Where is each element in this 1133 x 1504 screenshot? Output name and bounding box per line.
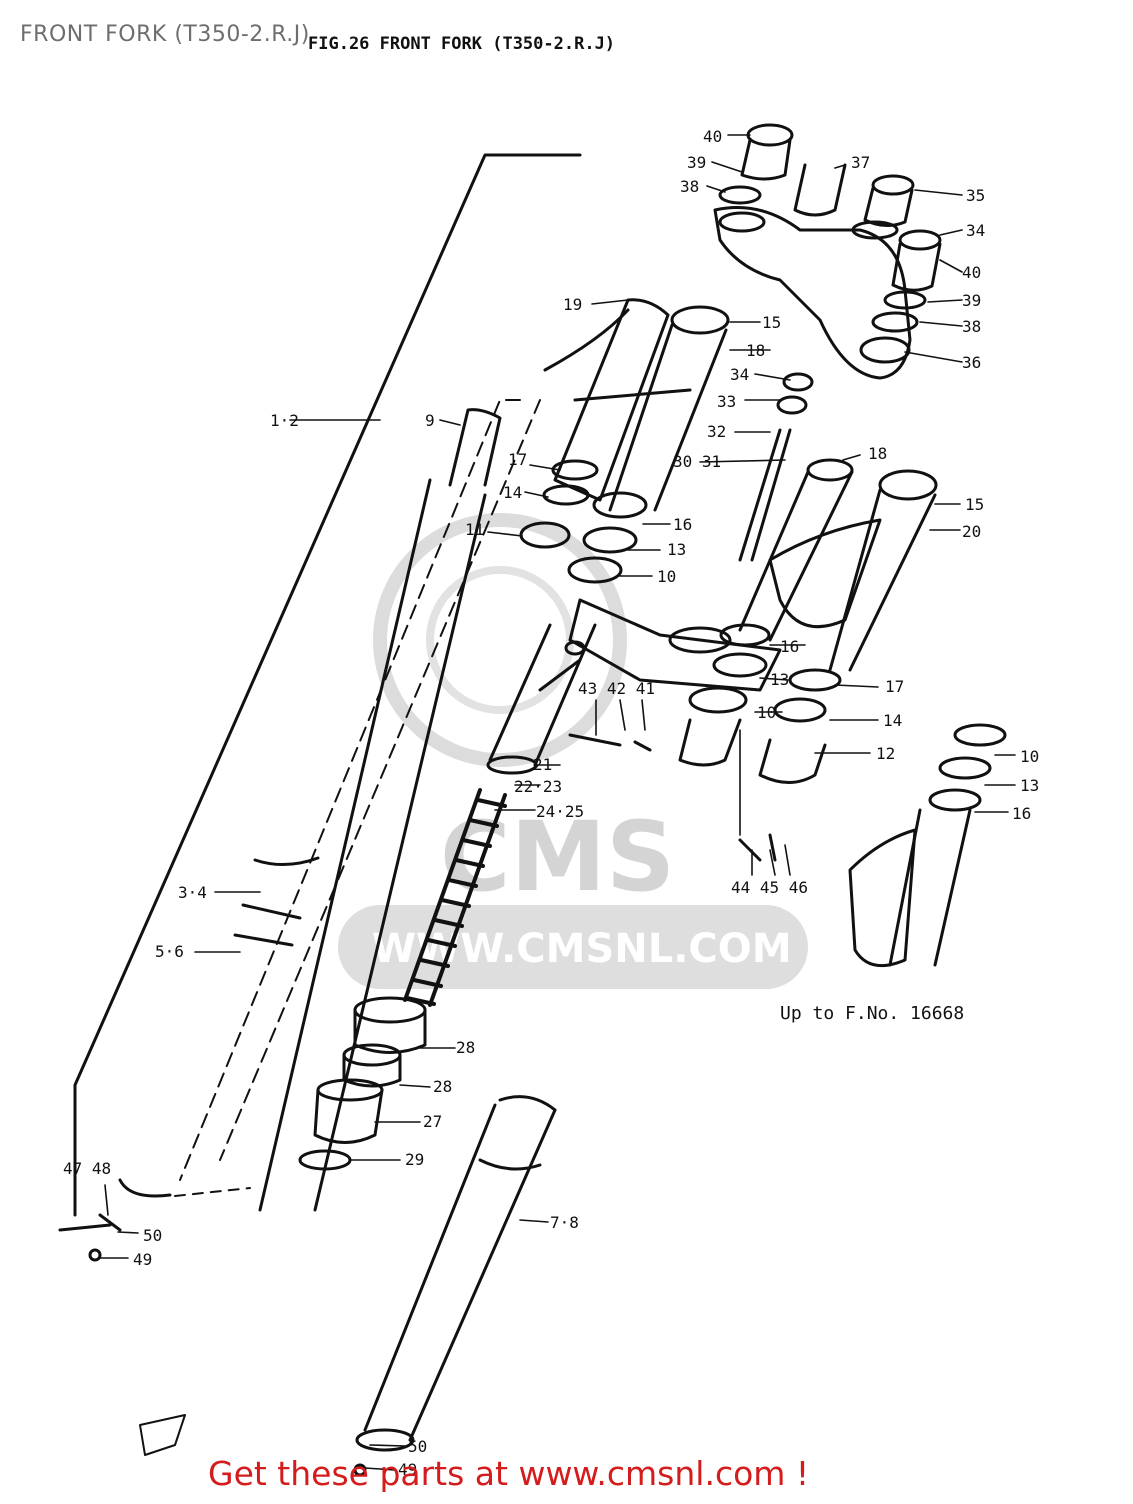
part-label: 13 <box>1020 776 1039 795</box>
part-label: 32 <box>707 422 726 441</box>
part-label: 15 <box>762 313 781 332</box>
damper-parts <box>298 996 427 1171</box>
part-label: 9 <box>425 411 435 430</box>
fastener-hardware <box>58 640 777 1477</box>
assembly-bracket-left <box>73 153 582 1217</box>
watermark-logo-circle <box>373 513 627 767</box>
part-label: 36 <box>962 353 981 372</box>
part-label: 14 <box>883 711 902 730</box>
part-label: 49 <box>133 1250 152 1269</box>
part-label: 7·8 <box>550 1213 579 1232</box>
part-label: 38 <box>680 177 699 196</box>
part-label: 16 <box>1012 804 1031 823</box>
part-label: 5·6 <box>155 942 184 961</box>
part-label: 34 <box>966 221 985 240</box>
part-label: 14 <box>503 483 522 502</box>
part-label: 10 <box>757 703 776 722</box>
bearing-rings-left <box>519 459 648 584</box>
figure-caption: FIG.26 FRONT FORK (T350-2.R.J) <box>308 34 616 54</box>
steering-stem <box>568 372 814 692</box>
right-outer-tube <box>738 458 938 672</box>
part-label: 47 48 <box>63 1159 111 1178</box>
part-label: 29 <box>405 1150 424 1169</box>
part-label: 12 <box>876 744 895 763</box>
part-label: 35 <box>966 186 985 205</box>
part-label: 10 <box>657 567 676 586</box>
left-inner-tube <box>118 408 502 1212</box>
part-label: 18 <box>746 341 765 360</box>
outer-slider <box>355 1095 557 1452</box>
part-label: 13 <box>770 670 789 689</box>
top-bracket <box>713 123 942 380</box>
part-label: 50 <box>408 1437 427 1456</box>
part-label: 27 <box>423 1112 442 1131</box>
part-label: 3·4 <box>178 883 207 902</box>
fork-spring <box>403 788 507 1007</box>
part-label: 16 <box>673 515 692 534</box>
leader-lines <box>99 134 1016 1471</box>
part-label: 39 <box>687 153 706 172</box>
assembly-bracket-inner2 <box>219 399 541 1161</box>
part-label: 24·25 <box>536 802 584 821</box>
part-label: 15 <box>965 495 984 514</box>
part-label: 11 <box>465 520 484 539</box>
part-label: 16 <box>780 637 799 656</box>
part-label: 40 <box>962 263 981 282</box>
part-label: 50 <box>143 1226 162 1245</box>
alt-outer-tube <box>848 723 1007 968</box>
part-label: 28 <box>433 1077 452 1096</box>
part-label: 22·23 <box>514 777 562 796</box>
watermark: CMS WWW.CMSNL.COM <box>338 513 808 989</box>
part-label: 33 <box>717 392 736 411</box>
part-label: 49 <box>398 1460 417 1479</box>
assembly-bracket-inner <box>179 399 521 1181</box>
part-number-labels: 40 39 38 37 35 34 40 39 38 36 19 15 18 3… <box>63 127 1039 1479</box>
watermark-logo-text: CMS <box>440 801 675 913</box>
part-label: 10 <box>1020 747 1039 766</box>
left-outer-tube <box>543 298 730 512</box>
part-label: 38 <box>962 317 981 336</box>
assembly-bracket-bottom <box>174 1187 251 1197</box>
part-label: 17 <box>508 450 527 469</box>
frame-number-note: Up to F.No. 16668 <box>780 1003 965 1024</box>
part-label: 17 <box>885 677 904 696</box>
part-label: 39 <box>962 291 981 310</box>
part-label: 30 31 <box>673 452 721 471</box>
part-label: 34 <box>730 365 749 384</box>
part-label: 43 42 41 <box>578 679 655 698</box>
part-label: 18 <box>868 444 887 463</box>
part-label: 19 <box>563 295 582 314</box>
part-label: 20 <box>962 522 981 541</box>
part-label: 44 45 46 <box>731 878 808 897</box>
part-label: 1·2 <box>270 411 299 430</box>
part-label: 37 <box>851 153 870 172</box>
part-label: 21 <box>533 755 552 774</box>
page-title: FRONT FORK (T350-2.R.J) <box>20 22 310 47</box>
bearing-rings-right <box>678 623 842 784</box>
part-label: 28 <box>456 1038 475 1057</box>
part-label: 40 <box>703 127 722 146</box>
footer-parts-link[interactable]: Get these parts at www.cmsnl.com ! <box>208 1454 810 1493</box>
part-label: 13 <box>667 540 686 559</box>
